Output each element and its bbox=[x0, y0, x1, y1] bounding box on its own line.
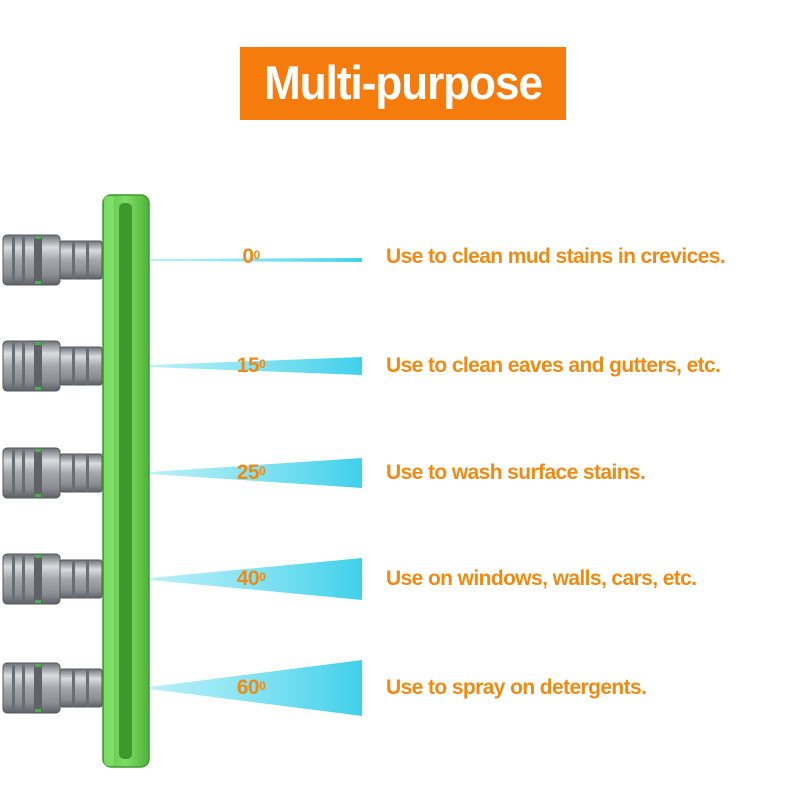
spray-fan bbox=[150, 458, 362, 488]
page-title: Multi-purpose bbox=[264, 56, 543, 110]
quick-connect-fittings bbox=[2, 234, 103, 714]
use-description: Use to spray on detergents. bbox=[386, 676, 647, 699]
quick-connect-fitting bbox=[2, 447, 103, 499]
use-description: Use to clean mud stains in crevices. bbox=[386, 245, 726, 268]
green-rack bbox=[102, 194, 150, 768]
use-description: Use to clean eaves and gutters, etc. bbox=[386, 354, 721, 377]
spray-fans bbox=[150, 258, 362, 716]
spray-fan bbox=[150, 660, 362, 716]
spray-fan bbox=[150, 258, 362, 262]
title-banner: Multi-purpose bbox=[240, 47, 566, 120]
use-description: Use to wash surface stains. bbox=[386, 461, 646, 484]
quick-connect-fitting bbox=[2, 234, 103, 286]
spray-fan bbox=[150, 558, 362, 600]
quick-connect-fitting bbox=[2, 340, 103, 392]
use-description: Use on windows, walls, cars, etc. bbox=[386, 567, 697, 590]
quick-connect-fitting bbox=[2, 662, 103, 714]
spray-fan bbox=[150, 357, 362, 375]
quick-connect-fitting bbox=[2, 553, 103, 605]
